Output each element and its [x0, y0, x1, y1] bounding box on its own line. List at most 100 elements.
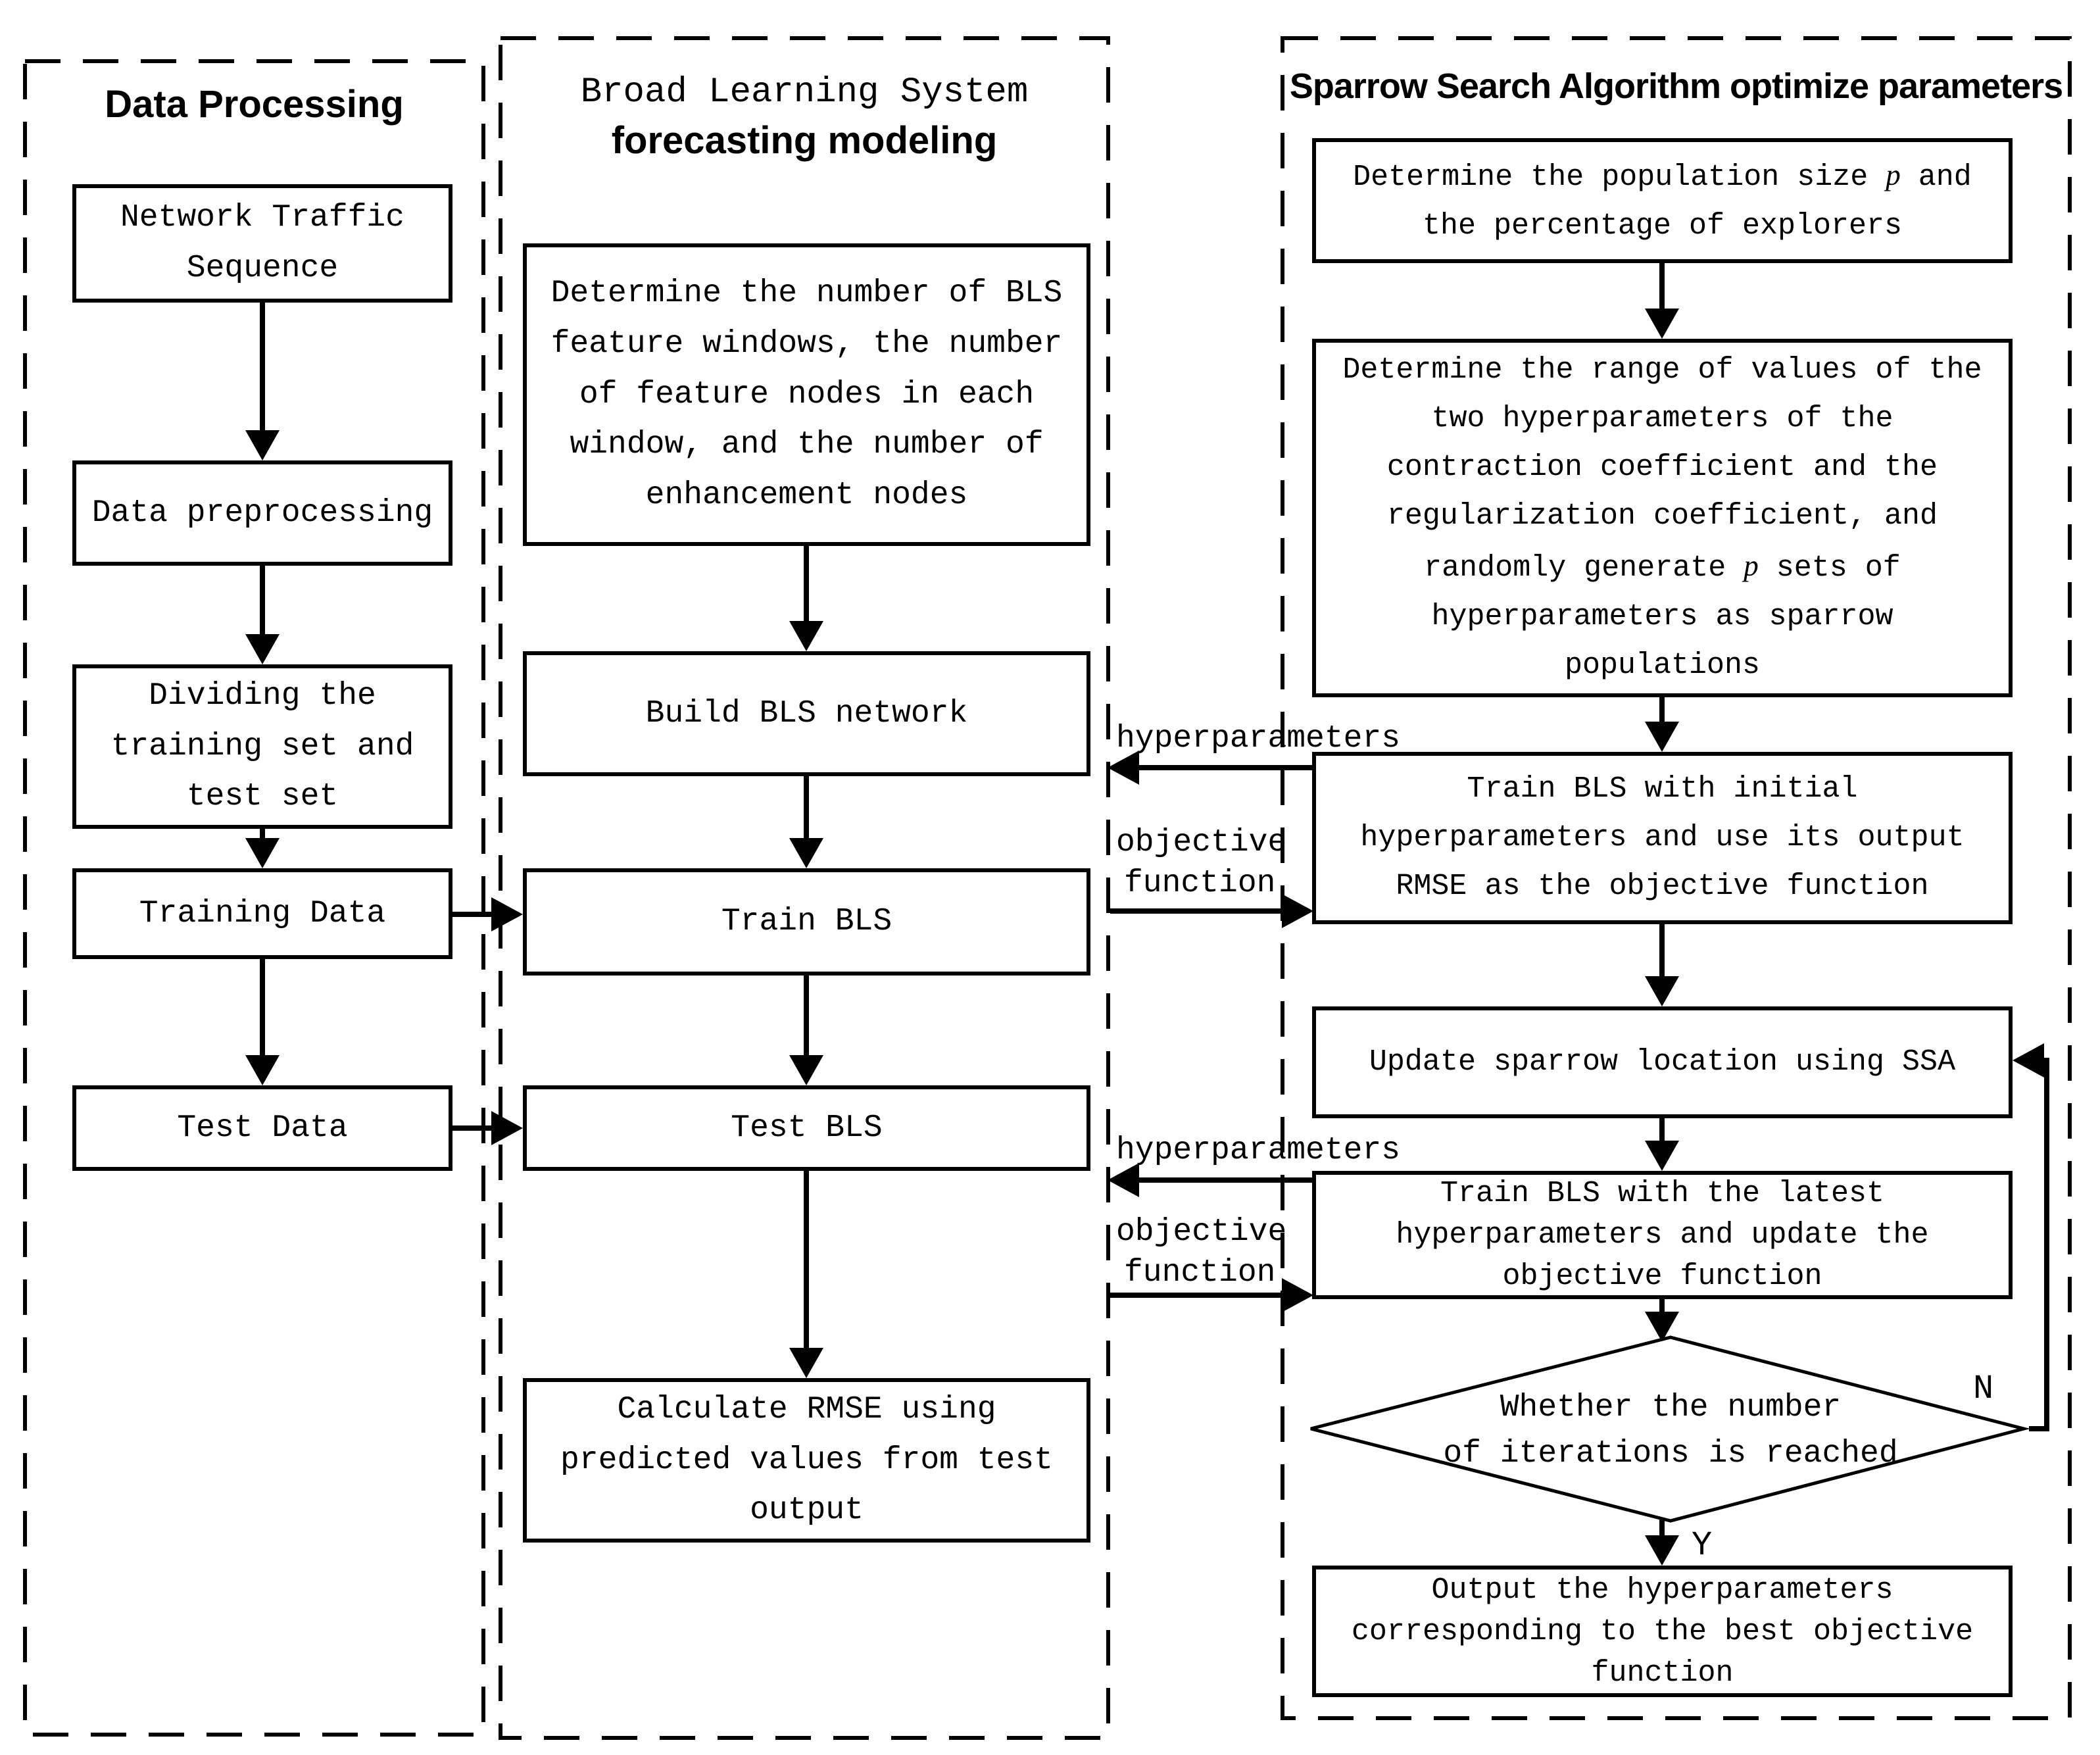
arrow-shaft — [1659, 1518, 1665, 1539]
box-text-line: Test BLS — [731, 1110, 883, 1146]
arrow-train-to-test — [789, 976, 823, 1085]
label-line: function — [1124, 1255, 1276, 1291]
middle-panel-title-line2: forecasting modeling — [611, 119, 998, 162]
arrowhead-down-icon — [245, 634, 280, 664]
arrowhead-down-icon — [789, 1348, 823, 1378]
arrow-preprocessing-to-dividing — [245, 566, 280, 664]
box-text-line: objective function — [1502, 1260, 1822, 1293]
arrow-decision-to-output — [1645, 1518, 1679, 1566]
box-text-line: populations — [1564, 649, 1761, 683]
label-line: objective — [1116, 825, 1287, 860]
panel-border — [499, 36, 1110, 1740]
feedback-segment-vertical — [2044, 1058, 2049, 1431]
feedback-segment-bottom — [2029, 1426, 2049, 1431]
box-text-line: hyperparameters and update the — [1396, 1218, 1929, 1252]
box-text-line: enhancement nodes — [645, 478, 968, 514]
arrow-shaft — [1659, 924, 1665, 980]
update-sparrow-location-box: Update sparrow location using SSA — [1312, 1006, 2013, 1118]
output-hyperparameters-box: Output the hyperparameters corresponding… — [1312, 1566, 2013, 1697]
box-text-line: test set — [186, 779, 339, 815]
hyperparameters-label-top: hyperparameters — [1116, 721, 1401, 756]
arrow-shaft — [1659, 1299, 1665, 1316]
arrow-objective-function-bottom — [1110, 1278, 1313, 1312]
label-line: function — [1124, 866, 1276, 902]
hyperparameters-label-bottom: hyperparameters — [1116, 1133, 1401, 1168]
middle-panel-title-line1: Broad Learning System — [580, 72, 1029, 112]
arrow-shaft — [1136, 1177, 1312, 1183]
arrow-shaft — [804, 1171, 809, 1352]
arrow-dividing-to-training — [245, 829, 280, 868]
determine-population-box: Determine the population size p and the … — [1312, 138, 2013, 263]
arrowhead-right-icon — [491, 1111, 523, 1145]
arrow-hyperparameters-bottom — [1108, 1163, 1312, 1197]
panel-border — [1281, 36, 2072, 1720]
box-text-line: RMSE as the objective function — [1396, 870, 1929, 904]
arrow-shaft — [260, 566, 265, 638]
decision-yes-label: Y — [1692, 1526, 1713, 1565]
decision-no-label: N — [1973, 1370, 1994, 1408]
right-panel-title: Sparrow Search Algorithm optimize parame… — [1289, 66, 2063, 106]
arrow-determine-to-build — [789, 546, 823, 651]
data-preprocessing-box: Data preprocessing — [72, 460, 452, 566]
box-text-line: Sequence — [186, 251, 339, 286]
arrowhead-down-icon — [245, 838, 280, 868]
box-text-line: Test Data — [177, 1110, 348, 1146]
box-text-line: predicted values from test — [560, 1442, 1053, 1478]
label-line: objective — [1116, 1214, 1287, 1250]
box-text-line: output — [750, 1493, 864, 1529]
network-traffic-sequence-box: Network Traffic Sequence — [72, 184, 452, 303]
arrowhead-right-icon — [1282, 894, 1313, 928]
box-text-line: Whether the number — [1500, 1390, 1842, 1425]
training-data-box: Training Data — [72, 868, 452, 959]
box-text-line: Training Data — [139, 895, 386, 931]
left-panel-title: Data Processing — [105, 83, 404, 126]
box-text-line: regularization coefficient, and — [1386, 499, 1938, 533]
box-text-line: Determine the number of BLS — [550, 276, 1063, 311]
arrowhead-down-icon — [789, 621, 823, 651]
arrow-test-to-rmse — [789, 1171, 823, 1378]
build-bls-network-box: Build BLS network — [523, 651, 1090, 776]
box-text-line: function — [1591, 1656, 1734, 1690]
box-text-line: Network Traffic — [120, 200, 405, 236]
arrow-update-to-train-latest — [1645, 1118, 1679, 1171]
arrow-train-initial-to-update — [1645, 924, 1679, 1006]
arrowhead-down-icon — [1645, 976, 1679, 1006]
box-text-line: of iterations is reached — [1443, 1436, 1898, 1471]
box-text-line: corresponding to the best objective — [1351, 1614, 1974, 1648]
box-text-line: hyperparameters and use its output — [1360, 820, 1965, 854]
arrowhead-down-icon — [245, 430, 280, 460]
box-text-line: Train BLS with initial — [1467, 772, 1858, 806]
test-data-box: Test Data — [72, 1085, 452, 1171]
arrowhead-down-icon — [1645, 1141, 1679, 1171]
arrowhead-down-icon — [1645, 1535, 1679, 1566]
train-bls-latest-box: Train BLS with the latest hyperparameter… — [1312, 1171, 2013, 1299]
arrow-shaft — [804, 546, 809, 625]
arrow-shaft — [1110, 1293, 1284, 1298]
test-bls-box: Test BLS — [523, 1085, 1090, 1171]
arrow-shaft — [452, 1125, 494, 1131]
arrow-shaft — [1659, 1118, 1665, 1145]
arrow-shaft — [1659, 263, 1665, 312]
objective-function-label-bottom: objective function — [1116, 1212, 1286, 1294]
arrowhead-down-icon — [245, 1055, 280, 1085]
arrow-shaft — [260, 959, 265, 1059]
arrow-training-to-test — [245, 959, 280, 1085]
bls-modeling-panel — [499, 36, 1110, 1740]
box-text-line: contraction coefficient and the — [1386, 451, 1938, 485]
box-text-line: of feature nodes in each — [579, 376, 1035, 412]
box-text-line: Train BLS — [721, 904, 892, 940]
arrow-objective-function-top — [1110, 894, 1313, 928]
box-text-line: Dividing the — [149, 678, 376, 714]
determine-range-box: Determine the range of values of the two… — [1312, 339, 2013, 697]
train-bls-initial-box: Train BLS with initial hyperparameters a… — [1312, 752, 2013, 924]
objective-function-label-top: objective function — [1116, 822, 1286, 904]
arrow-build-to-train — [789, 776, 823, 868]
arrowhead-down-icon — [1645, 309, 1679, 339]
arrow-shaft — [1659, 697, 1665, 726]
box-text-line: training set and — [110, 728, 414, 764]
arrow-test-data-to-test-bls — [452, 1111, 523, 1145]
arrow-hyperparameters-top — [1108, 751, 1312, 785]
arrowhead-right-icon — [1282, 1278, 1313, 1312]
arrowhead-down-icon — [1645, 722, 1679, 752]
box-text-line: Train BLS with the latest — [1440, 1177, 1885, 1210]
